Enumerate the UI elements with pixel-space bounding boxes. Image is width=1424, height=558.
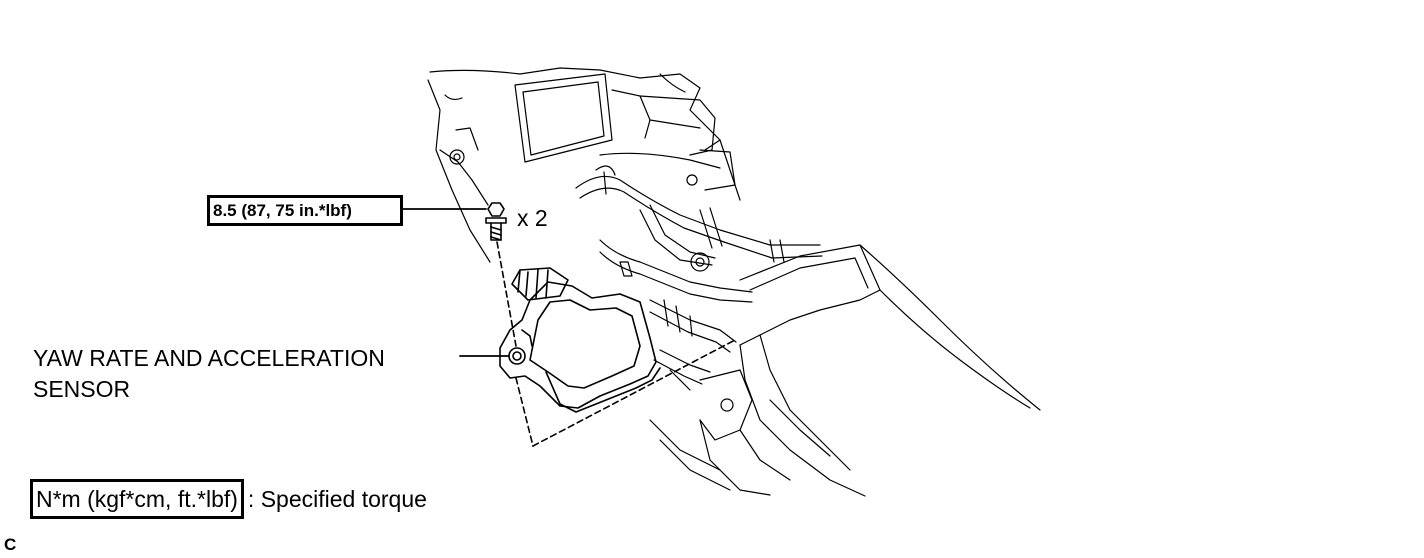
legend-units-box: N*m (kgf*cm, ft.*lbf) (30, 479, 244, 519)
part-label: YAW RATE AND ACCELERATION SENSOR (33, 343, 385, 405)
torque-spec-box: 8.5 (87, 75 in.*lbf) (207, 195, 403, 226)
wire-harness (575, 165, 823, 391)
vehicle-body-structure (427, 67, 741, 263)
torque-spec-value: 8.5 (87, 75 in.*lbf) (213, 201, 352, 220)
floor-tunnel (649, 244, 1041, 497)
corner-code: C (4, 535, 17, 554)
leader-lines (402, 208, 510, 357)
part-label-line1: YAW RATE AND ACCELERATION (33, 345, 385, 371)
torque-legend: N*m (kgf*cm, ft.*lbf) : Specified torque (30, 479, 427, 519)
part-label-line2: SENSOR (33, 376, 131, 402)
bolt-quantity: x 2 (517, 205, 548, 231)
bolt-icon (485, 202, 507, 241)
legend-description: : Specified torque (247, 485, 427, 512)
installation-guide-lines (496, 241, 736, 447)
yaw-rate-sensor-body (499, 267, 661, 413)
